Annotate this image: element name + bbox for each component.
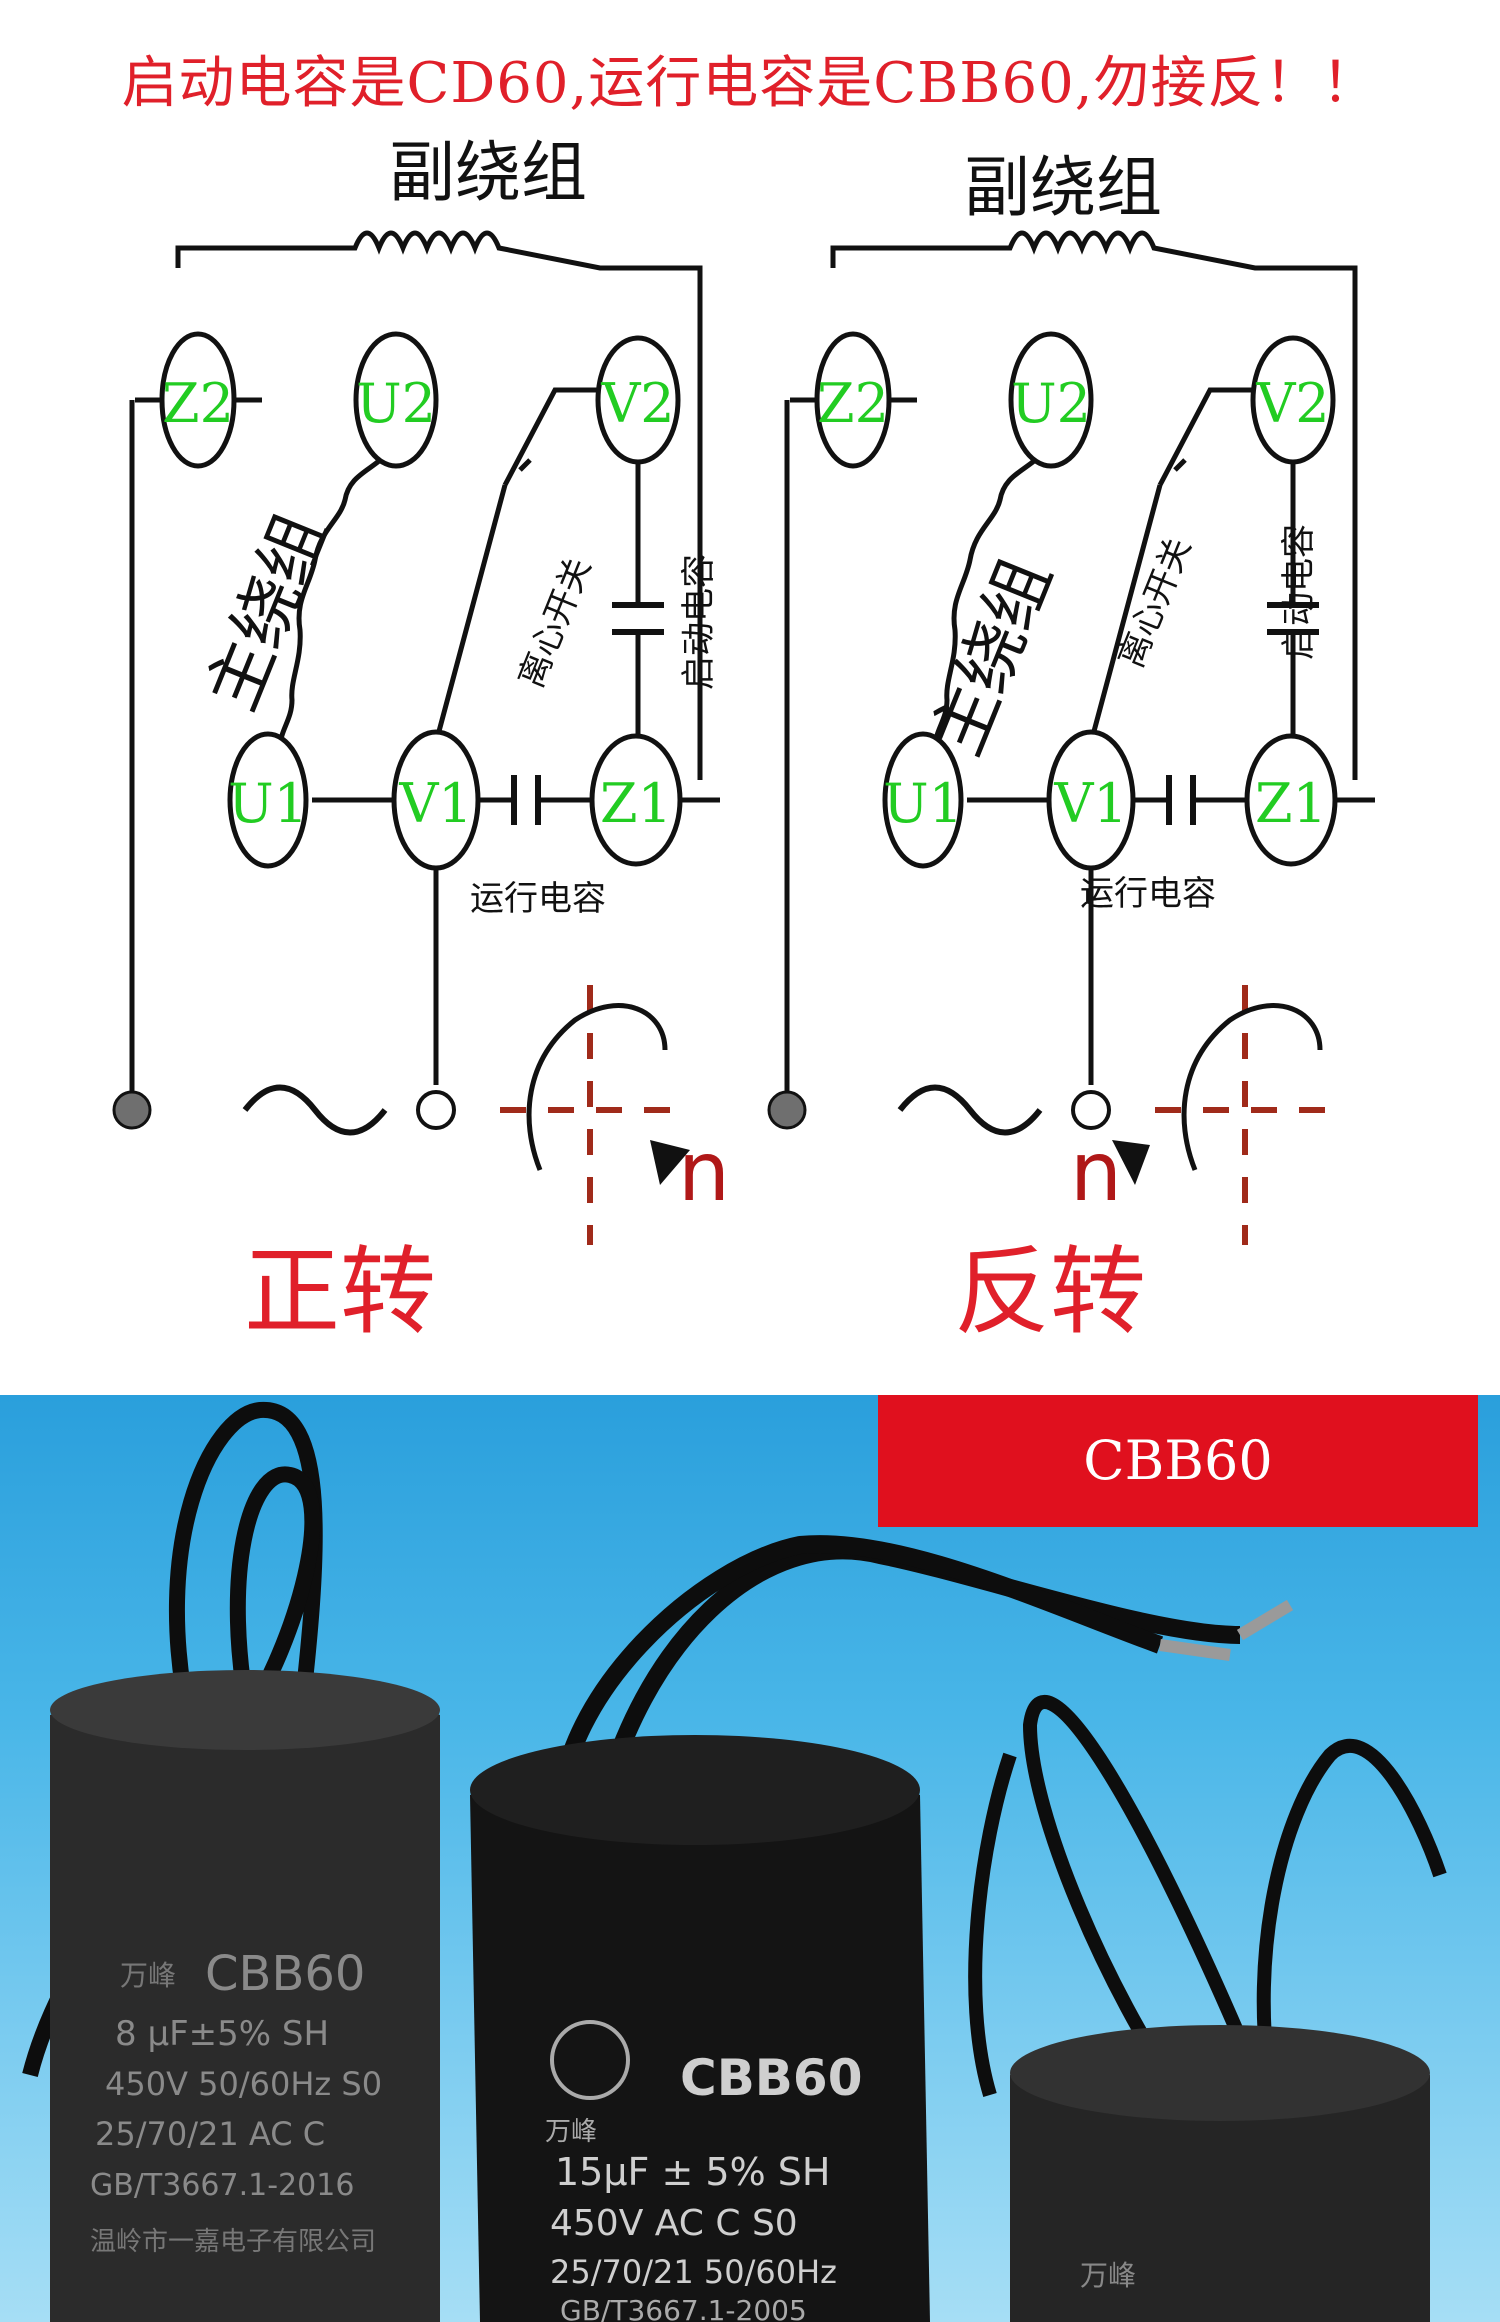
cap1-class: 25/70/21 AC C [95,2115,325,2153]
product-photo-section: 万峰 CBB60 8 μF±5% SH 450V 50/60Hz S0 25/7… [0,1395,1500,2322]
cap1-model: CBB60 [205,1946,365,2002]
cap1-standard: GB/T3667.1-2016 [90,2168,354,2203]
terminal-v1: V1 [398,772,472,835]
centrifugal-switch-label: 离心开关 [1111,532,1199,673]
terminal-u2: U2 [1011,372,1091,435]
terminal-z2: Z2 [817,372,889,435]
cap2-standard: GB/T3667.1-2005 [560,2294,807,2322]
start-capacitor-label: 启动电容 [679,554,719,690]
aux-winding-label: 副绕组 [389,134,587,211]
terminal-z2: Z2 [162,372,234,435]
cap1-spec: 8 μF±5% SH [115,2014,329,2054]
aux-winding-label: 副绕组 [964,149,1162,226]
terminal-v2: V2 [1255,372,1329,435]
terminal-z1: Z1 [600,772,672,835]
cbb60-banner: CBB60 [878,1395,1478,1527]
run-capacitor-label: 运行电容 [470,879,606,919]
cap2-logo [550,2020,630,2100]
cap2-brand: 万峰 [545,2117,597,2147]
terminal-u2: U2 [356,372,436,435]
terminal-u1: U1 [228,772,308,835]
capacitor-products: 万峰 CBB60 8 μF±5% SH 450V 50/60Hz S0 25/7… [22,1401,1447,2322]
terminal-v1: V1 [1053,772,1127,835]
direction-label-forward: 正转 [244,1236,436,1348]
centrifugal-switch-label: 离心开关 [511,552,599,693]
cap2-spec: 15μF ± 5% SH [555,2150,830,2194]
terminal-z1: Z1 [1255,772,1327,835]
rotation-mark: n [678,1125,730,1220]
headline: 启动电容是CD60,运行电容是CBB60,勿接反！！ [121,51,1379,116]
run-capacitor-label: 运行电容 [1080,874,1216,914]
cap1-voltage: 450V 50/60Hz S0 [105,2065,382,2103]
cap1-brand: 万峰 [120,1959,176,1992]
main-winding-label: 主绕组 [193,503,343,722]
direction-label-reverse: 反转 [954,1236,1146,1348]
cap2-model: CBB60 [680,2049,863,2107]
main-winding-label: 主绕组 [918,548,1068,767]
cap1-maker: 温岭市一嘉电子有限公司 [90,2227,376,2257]
terminal-u1: U1 [883,772,963,835]
cap2-voltage: 450V AC C S0 [550,2203,798,2244]
rotation-mark: n [1070,1125,1122,1220]
cap2-class: 25/70/21 50/60Hz [550,2253,837,2291]
start-capacitor-label: 启动电容 [1279,524,1319,660]
wiring-diagrams: Z2 U2 V2 U1 V1 Z1 Z2 U2 V2 U1 V1 Z1 副绕组 … [0,134,1500,1348]
cap3-brand: 万峰 [1080,2259,1136,2292]
terminal-v2: V2 [600,372,674,435]
